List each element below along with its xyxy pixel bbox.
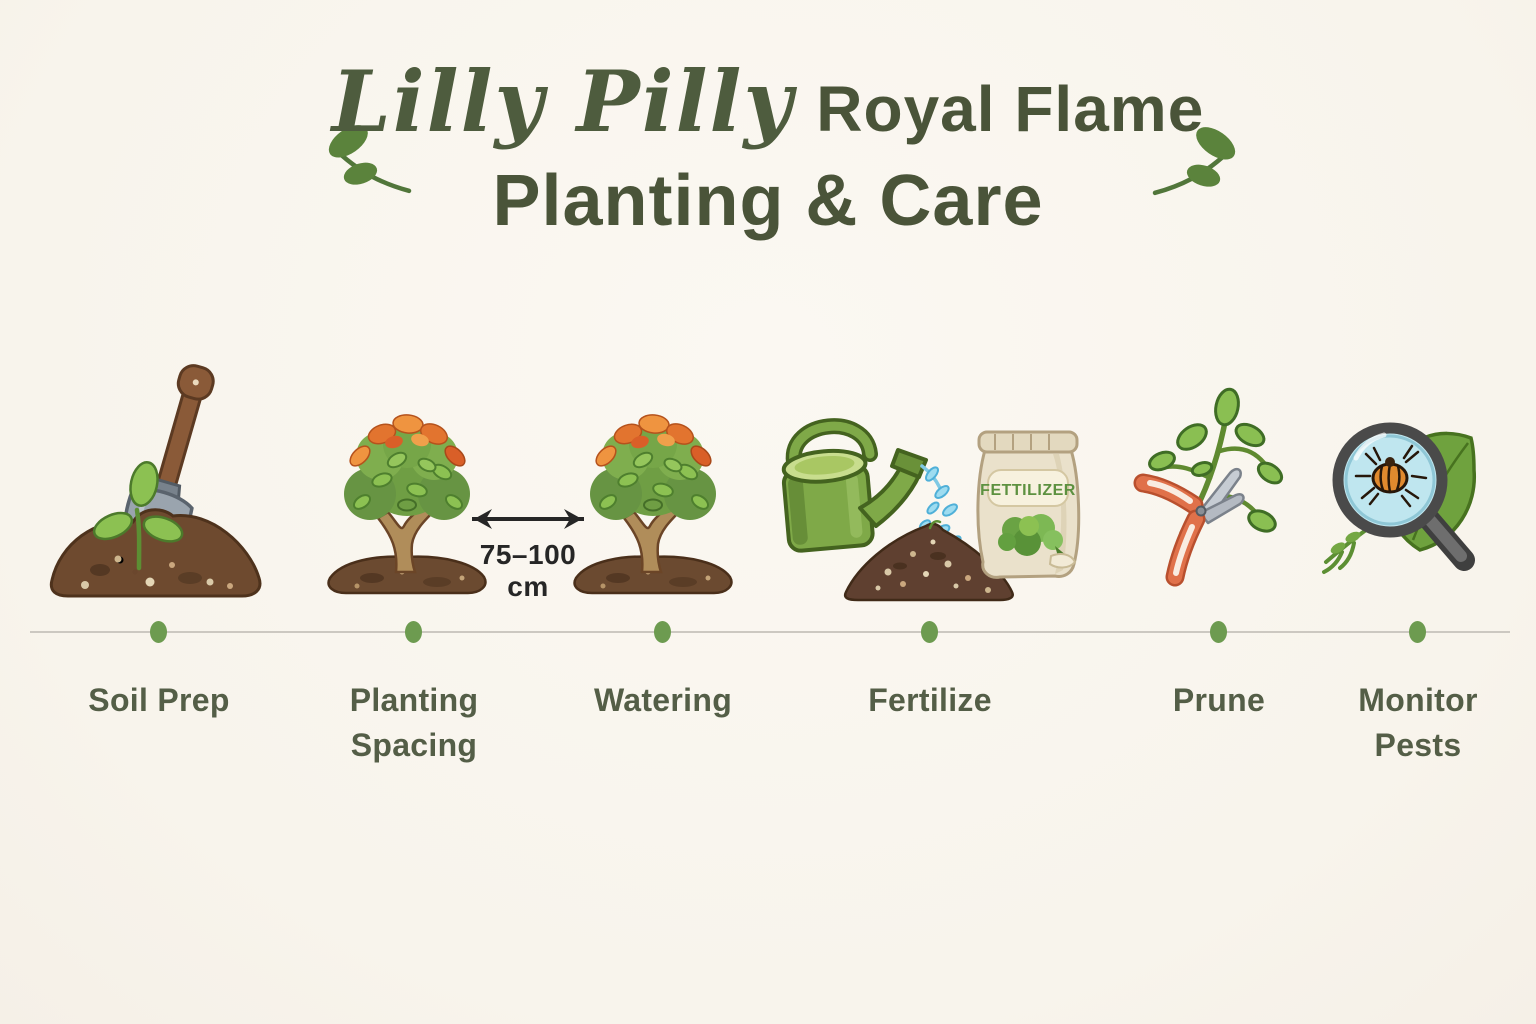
- timeline-dot-prune: [1210, 621, 1227, 643]
- timeline-line: [30, 631, 1510, 633]
- fertilizer-bag-text: FETTILIZER: [980, 482, 1076, 499]
- pruning-shears-branch-icon: [1130, 383, 1297, 605]
- spacing-annotation: 75–100 cm: [458, 506, 598, 603]
- step-label-planting-spacing: Planting Spacing: [349, 682, 479, 763]
- shrub-icon: [322, 410, 492, 600]
- seedling-icon: [92, 461, 184, 571]
- timeline-dot-planting-spacing: [405, 621, 422, 643]
- page-title-line1: Lilly Pilly Royal Flame: [0, 52, 1536, 151]
- fertilizer-bag-icon: FETTILIZER: [963, 414, 1093, 584]
- step-label-monitor-pests: Monitor Pests: [1358, 682, 1478, 763]
- page-title-line2: Planting & Care: [492, 161, 1044, 241]
- double-arrow-icon: [472, 509, 584, 529]
- soil-mound-icon: [838, 512, 1018, 602]
- leaf-sprig-icon: [1152, 122, 1248, 198]
- title-script-text: Lilly Pilly: [331, 52, 795, 151]
- timeline-dot-watering: [654, 621, 671, 643]
- timeline-dot-soil-prep: [150, 621, 167, 643]
- shears: [1133, 467, 1245, 587]
- watering-can-icon: [770, 410, 972, 572]
- shrub-foliage: [344, 420, 470, 520]
- step-label-soil-prep: Soil Prep: [88, 682, 230, 718]
- step-label-watering: Watering: [593, 682, 733, 718]
- shrub-icon: [568, 410, 738, 600]
- step-label-fertilize: Fertilize: [868, 682, 992, 718]
- magnifier-bug-leaf-icon: [1320, 410, 1488, 605]
- bag-plant-graphic: [998, 514, 1067, 560]
- bug-icon: [1354, 444, 1428, 508]
- leaf-sprig-icon: [316, 120, 412, 196]
- timeline-dot-monitor-pests: [1409, 621, 1426, 643]
- timeline-dot-fertilize: [921, 621, 938, 643]
- shrub-orange-tips: [349, 414, 466, 467]
- spacing-distance-text: 75–100 cm: [479, 539, 577, 602]
- title-bold-text: Royal Flame: [816, 73, 1205, 145]
- step-label-prune: Prune: [1172, 682, 1266, 718]
- shovel-seedling-soil-mound-icon: [40, 360, 272, 602]
